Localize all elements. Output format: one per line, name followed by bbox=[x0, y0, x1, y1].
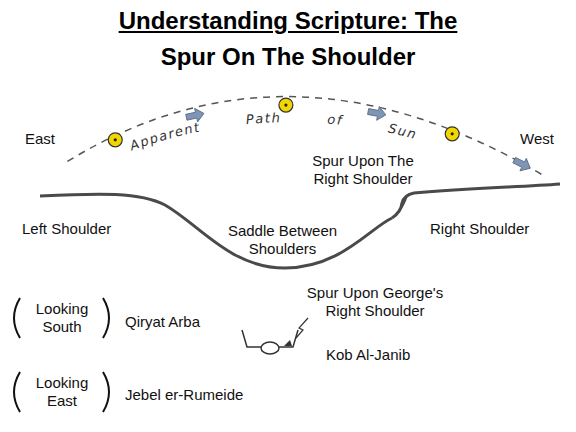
sun-path bbox=[67, 97, 543, 176]
terrain-label: Saddle Between Shoulders bbox=[215, 222, 350, 258]
leader-line bbox=[296, 318, 308, 338]
sun-symbol bbox=[445, 127, 459, 141]
terrain-label: Right Shoulder bbox=[430, 220, 529, 238]
direction-label: West bbox=[520, 130, 554, 148]
place-name: Jebel er-Rumeide bbox=[125, 386, 243, 404]
sun-symbol bbox=[108, 133, 122, 147]
terrain-label: Left Shoulder bbox=[22, 220, 111, 238]
bracket bbox=[103, 372, 109, 412]
view-label: Looking South bbox=[26, 300, 98, 336]
bracket bbox=[14, 372, 20, 412]
spur-outline bbox=[392, 184, 560, 218]
direction-arrow bbox=[511, 154, 533, 175]
george-spur bbox=[284, 340, 292, 346]
direction-label: East bbox=[25, 130, 55, 148]
view-label: Looking East bbox=[26, 374, 98, 410]
callout-label: Spur Upon The Right Shoulder bbox=[298, 152, 428, 188]
bracket bbox=[14, 298, 20, 338]
george-head bbox=[261, 342, 279, 354]
spur-mark bbox=[396, 195, 407, 215]
place-name: Qiryat Arba bbox=[125, 313, 200, 331]
diagram-title: Understanding Scripture: The Spur On The… bbox=[118, 3, 458, 75]
bracket bbox=[103, 298, 109, 338]
path-label: Apparent Path of Sun bbox=[127, 110, 419, 154]
place-name: Kob Al-Janib bbox=[326, 346, 410, 364]
callout-label: Spur Upon George's Right Shoulder bbox=[300, 284, 450, 320]
